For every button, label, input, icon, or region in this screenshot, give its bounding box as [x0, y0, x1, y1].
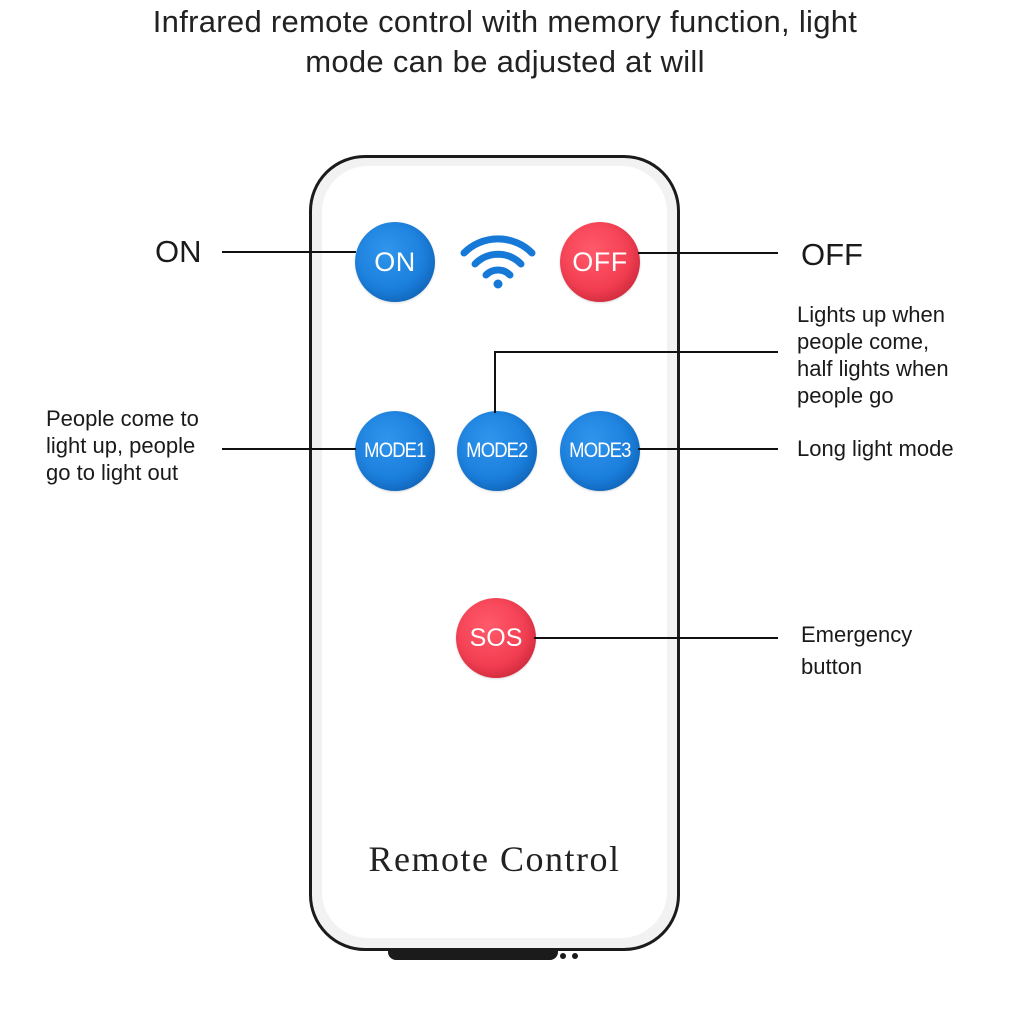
callout-sos-line: button	[801, 654, 863, 679]
leader-line-on	[222, 251, 356, 253]
mode1-button-label: MODE1	[364, 439, 426, 462]
callout-mode2-line: people come,	[797, 329, 930, 354]
callout-mode1-line: go to light out	[46, 460, 179, 485]
leader-line-mode2-vertical	[494, 351, 496, 413]
callout-mode3: Long light mode	[797, 436, 954, 461]
callout-mode1: People come to light up, people go to li…	[46, 405, 199, 486]
remote-brand-text: Remote Control	[368, 839, 621, 879]
off-button[interactable]: OFF	[560, 222, 640, 302]
wifi-signal-icon	[460, 235, 536, 289]
on-button-label: ON	[374, 246, 416, 277]
remote-notch	[548, 953, 554, 959]
remote-bottom-edge	[388, 950, 558, 960]
headline-line-1: Infrared remote control with memory func…	[152, 4, 858, 39]
mode3-button[interactable]: MODE3	[560, 411, 640, 491]
callout-mode1-line: light up, people	[46, 433, 196, 458]
callout-mode2-line: half lights when	[797, 356, 949, 381]
leader-line-off	[638, 252, 778, 254]
sos-button[interactable]: SOS	[456, 598, 536, 678]
callout-mode2-line: Lights up when	[797, 302, 945, 327]
callout-mode2: Lights up when people come, half lights …	[797, 301, 949, 409]
on-button[interactable]: ON	[355, 222, 435, 302]
leader-line-mode1	[222, 448, 356, 450]
sos-button-label: SOS	[469, 623, 523, 652]
mode2-button[interactable]: MODE2	[457, 411, 537, 491]
leader-line-mode2-horizontal	[494, 351, 778, 353]
off-button-label: OFF	[572, 246, 628, 277]
callout-sos: Emergency button	[801, 619, 912, 683]
headline-line-2: mode can be adjusted at will	[305, 44, 705, 79]
callout-mode1-line: People come to	[46, 406, 199, 431]
mode2-button-label: MODE2	[466, 439, 528, 462]
callout-mode2-line: people go	[797, 383, 894, 408]
mode1-button[interactable]: MODE1	[355, 411, 435, 491]
leader-line-mode3	[638, 448, 778, 450]
callout-on: ON	[155, 234, 202, 269]
callout-off: OFF	[801, 237, 863, 272]
callout-sos-line: Emergency	[801, 622, 913, 647]
remote-notch	[572, 953, 578, 959]
mode3-button-label: MODE3	[569, 439, 631, 462]
leader-line-sos	[534, 637, 778, 639]
remote-notch	[560, 953, 566, 959]
headline: Infrared remote control with memory func…	[0, 2, 1010, 82]
